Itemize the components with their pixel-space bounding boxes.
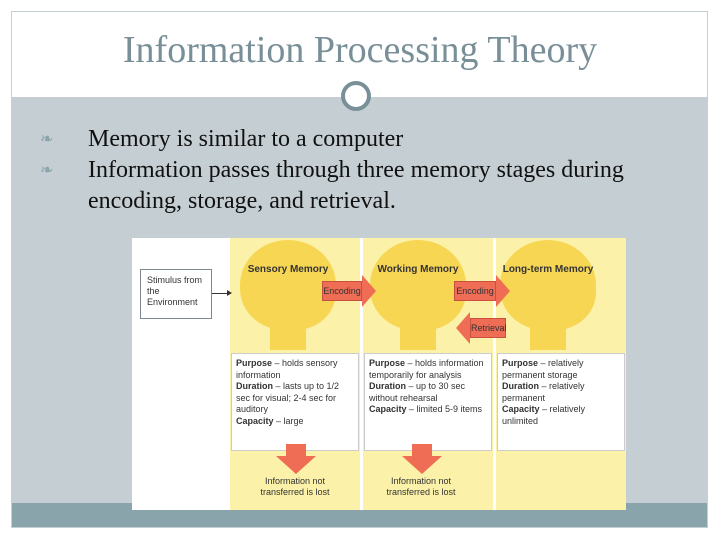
capacity-text: – relatively unlimited [502,404,586,426]
arrow-label: Encoding [454,281,496,301]
arrow-label: Retrieval [470,318,507,338]
slide-frame [11,11,708,528]
arrow-left-icon [456,312,470,344]
purpose-text: – holds information temporarily for anal… [369,358,484,380]
duration-text: – up to 30 sec without rehearsal [369,381,466,403]
lost-text-working: Information not transferred is lost [386,476,456,497]
bullet-text: Information passes through three memory … [88,157,624,214]
capacity-text: – limited 5-9 items [406,404,483,414]
longterm-description: Purpose – relatively permanent storage D… [497,353,625,451]
capacity-label: Capacity [369,404,407,414]
duration-label: Duration [369,381,406,391]
stage-name: Long-term Memory [502,264,594,275]
duration-text: – lasts up to 1/2 sec for visual; 2-4 se… [236,381,340,414]
capacity-label: Capacity [236,415,274,426]
purpose-text: – holds sensory information [236,358,338,380]
arrow-right-icon [496,275,510,307]
memory-model-diagram: Stimulus from the Environment Sensory Me… [132,238,626,510]
fleuron-bullet-icon: ❧ [40,131,54,148]
working-description: Purpose – holds information temporarily … [364,353,492,451]
head-sensory-icon: Sensory Memory [240,240,336,350]
bullet-text: Memory is similar to a computer [88,126,404,152]
slide-title: Information Processing Theory [122,29,598,71]
capacity-text: – large [273,415,304,426]
bullet-list: ❧ Memory is similar to a computer ❧ Info… [40,124,700,217]
bullet-item: ❧ Information passes through three memor… [40,155,700,217]
capacity-label: Capacity [502,404,540,414]
duration-label: Duration [502,381,539,391]
ring-ornament-icon [341,81,371,111]
bullet-item: ❧ Memory is similar to a computer [40,124,700,155]
head-working-icon: Working Memory [370,240,466,350]
duration-label: Duration [236,381,273,391]
stimulus-arrow-icon [212,290,232,296]
stimulus-box: Stimulus from the Environment [140,269,212,319]
fleuron-bullet-icon: ❧ [40,162,54,179]
arrow-right-icon [362,275,376,307]
purpose-label: Purpose [502,358,539,368]
purpose-label: Purpose [236,358,273,368]
purpose-label: Purpose [369,358,406,368]
purpose-text: – relatively permanent storage [502,358,584,380]
stage-name: Working Memory [377,264,459,275]
head-longterm-icon: Long-term Memory [500,240,596,350]
sensory-description: Purpose – holds sensory information Dura… [231,353,359,451]
lost-text-sensory: Information not transferred is lost [260,476,330,497]
stage-name: Sensory Memory [247,264,329,275]
duration-text: – relatively permanent [502,381,585,403]
arrow-label: Encoding [322,281,362,301]
